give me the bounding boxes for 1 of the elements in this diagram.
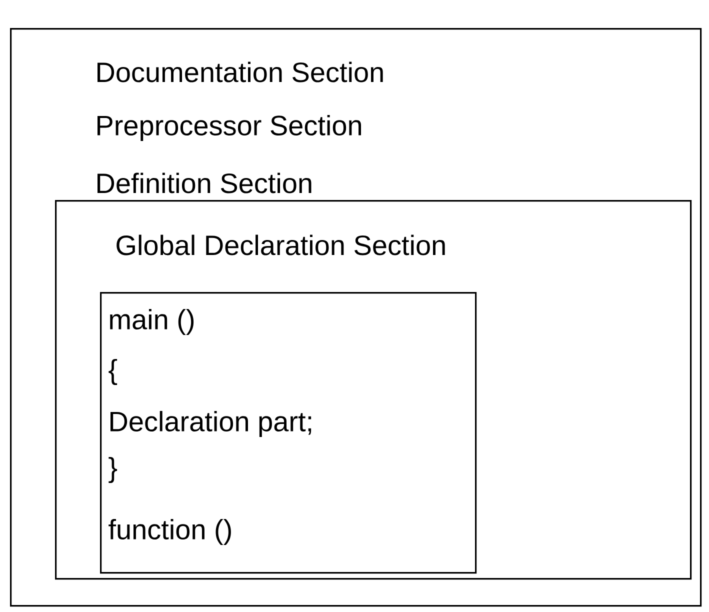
main-function-box: main () { Declaration part; } function () [100, 292, 477, 574]
